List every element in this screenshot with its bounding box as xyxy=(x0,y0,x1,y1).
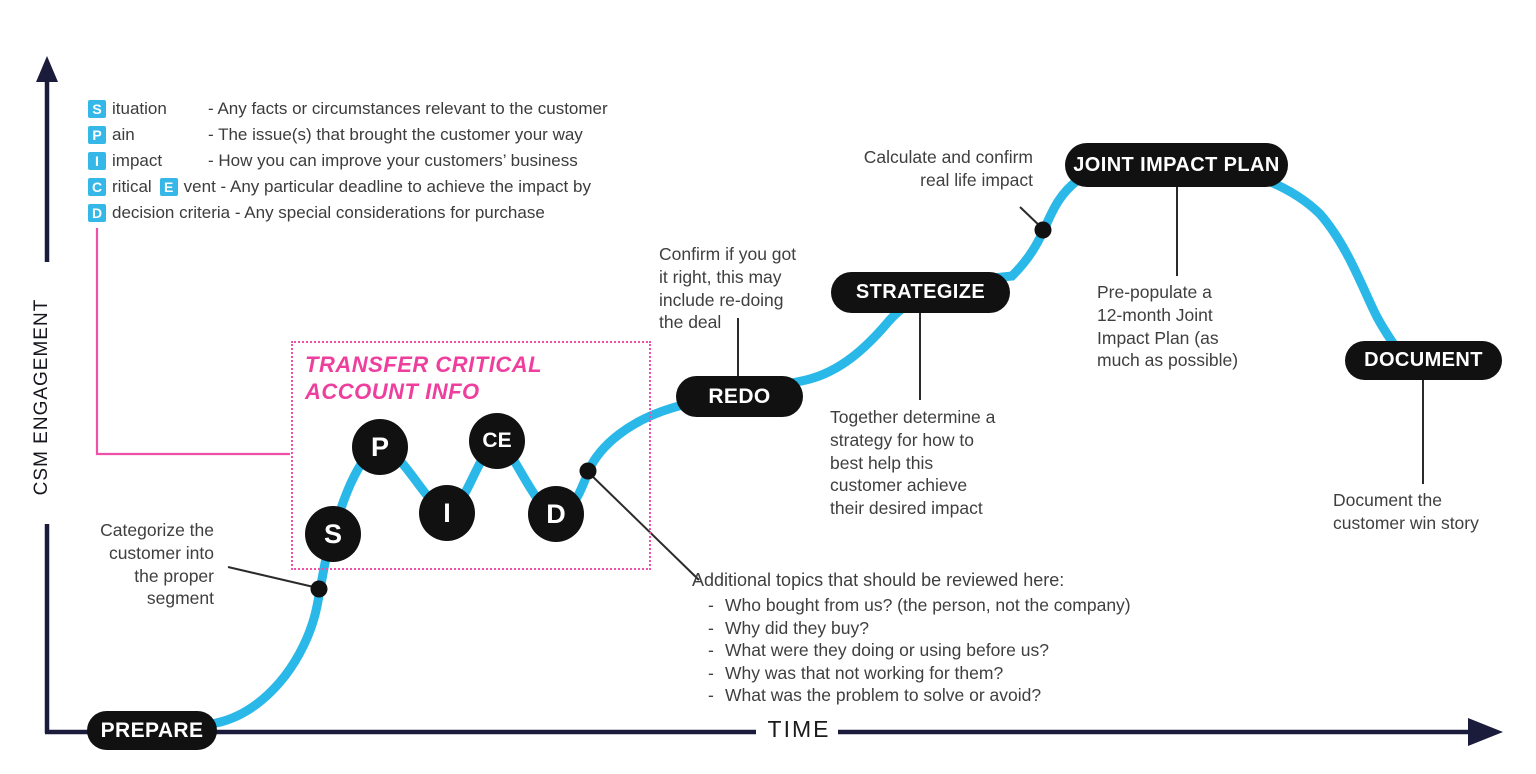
additional-topics-block: Additional topics that should be reviewe… xyxy=(692,570,1131,707)
node-pain: P xyxy=(352,419,408,475)
additional-topics-heading: Additional topics that should be reviewe… xyxy=(692,570,1065,590)
annotation-categorize: Categorize the customer into the proper … xyxy=(100,520,214,609)
legend-row-situation: S ituation - Any facts or circumstances … xyxy=(88,96,608,122)
y-axis-label: CSM ENGAGEMENT xyxy=(31,298,52,496)
bullet-dash: - xyxy=(708,685,714,706)
stage-redo: REDO xyxy=(676,376,803,417)
topic-text: What was the problem to solve or avoid? xyxy=(725,685,1042,706)
legend-letter-p: P xyxy=(88,126,106,144)
legend-letter-c: C xyxy=(88,178,106,196)
legend-desc: - The issue(s) that brought the customer… xyxy=(208,125,583,144)
node-impact: I xyxy=(419,485,475,541)
bullet-dash: - xyxy=(708,662,714,683)
topic-text: Why did they buy? xyxy=(725,617,869,638)
topic-item: - Why did they buy? xyxy=(692,617,1131,640)
y-axis-arrowhead-icon xyxy=(36,56,58,82)
topic-text: What were they doing or using before us? xyxy=(725,640,1049,661)
node-situation: S xyxy=(305,506,361,562)
stage-document: DOCUMENT xyxy=(1345,341,1502,380)
topic-item: - What were they doing or using before u… xyxy=(692,639,1131,662)
topic-text: Why was that not working for them? xyxy=(725,662,1004,683)
legend-row-critical-event: C ritical E vent - Any particular deadli… xyxy=(88,174,608,200)
bullet-dash: - xyxy=(708,640,714,661)
transfer-box-title: TRANSFER CRITICAL ACCOUNT INFO xyxy=(305,352,543,404)
legend-desc: vent - Any particular deadline to achiev… xyxy=(183,177,591,196)
legend-word: ain xyxy=(112,125,135,144)
annotation-confirm-redo: Confirm if you got it right, this may in… xyxy=(659,244,797,333)
legend-row-pain: P ain - The issue(s) that brought the cu… xyxy=(88,122,608,148)
bullet-dash: - xyxy=(708,595,714,615)
node-critical-event: CE xyxy=(469,413,525,469)
transfer-critical-account-info-box xyxy=(291,341,651,570)
legend-word: impact xyxy=(112,151,163,170)
additional-topics-connector-line xyxy=(587,471,700,581)
spiced-legend: S ituation - Any facts or circumstances … xyxy=(88,96,608,226)
legend-letter-d: D xyxy=(88,204,106,222)
curve-dot-categorize xyxy=(310,580,328,598)
legend-desc: decision criteria - Any special consider… xyxy=(112,203,545,222)
stage-joint-impact-plan: JOINT IMPACT PLAN xyxy=(1065,143,1288,187)
topic-item: - What was the problem to solve or avoid… xyxy=(692,684,1131,707)
legend-row-decision-criteria: D decision criteria - Any special consid… xyxy=(88,200,608,226)
categorize-connector-line xyxy=(227,566,319,589)
curve-dot-additional-topics xyxy=(579,462,597,480)
topic-item: - Why was that not working for them? xyxy=(692,662,1131,685)
bullet-dash: - xyxy=(708,617,714,638)
topic-text: Who bought from us? (the person, not the… xyxy=(725,595,1131,615)
node-decision: D xyxy=(528,486,584,542)
legend-row-impact: I impact - How you can improve your cust… xyxy=(88,148,608,174)
x-axis-label: TIME xyxy=(767,716,831,742)
stage-strategize: STRATEGIZE xyxy=(831,272,1010,313)
topic-item: - Who bought from us? (the person, not t… xyxy=(692,594,1131,617)
legend-letter-e: E xyxy=(159,178,178,196)
legend-desc: - How you can improve your customers’ bu… xyxy=(208,151,578,170)
annotation-calculate-impact: Calculate and confirm real life impact xyxy=(863,147,1033,190)
stage-prepare: PREPARE xyxy=(87,711,217,750)
legend-word: ritical xyxy=(112,177,152,196)
annotation-win-story: Document the customer win story xyxy=(1333,490,1479,533)
annotation-prepopulate-plan: Pre-populate a 12-month Joint Impact Pla… xyxy=(1097,282,1239,371)
legend-desc: - Any facts or circumstances relevant to… xyxy=(208,99,608,118)
x-axis-arrowhead-icon xyxy=(1468,718,1503,746)
legend-word: ituation xyxy=(112,99,167,118)
curve-dot-calculate xyxy=(1034,221,1052,239)
legend-to-box-connector-line xyxy=(95,228,290,456)
annotation-together-strategy: Together determine a strategy for how to… xyxy=(830,407,996,518)
legend-letter-s: S xyxy=(88,100,106,118)
legend-letter-i: I xyxy=(88,152,106,170)
